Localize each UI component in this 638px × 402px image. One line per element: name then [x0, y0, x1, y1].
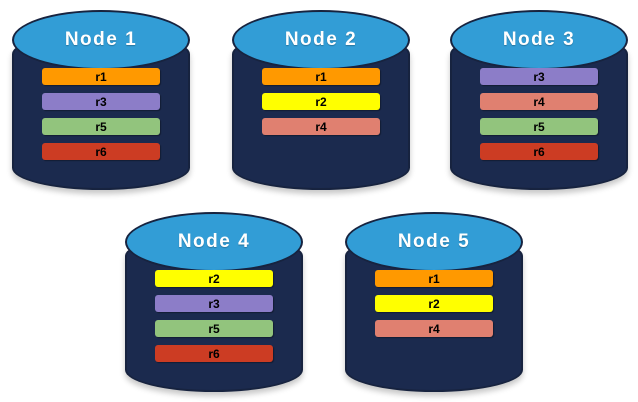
shard-bar[interactable]: r2	[262, 93, 380, 110]
shard-bar[interactable]: r3	[155, 295, 273, 312]
shard-bar[interactable]: r4	[262, 118, 380, 135]
shard-stack: r1 r2 r4	[375, 270, 493, 337]
shard-bar[interactable]: r4	[375, 320, 493, 337]
shard-bar[interactable]: r2	[375, 295, 493, 312]
shard-bar[interactable]: r6	[480, 143, 598, 160]
shard-stack: r1 r2 r4	[262, 68, 380, 135]
cylinder-top-ellipse	[450, 10, 628, 70]
shard-bar[interactable]: r6	[42, 143, 160, 160]
shard-bar[interactable]: r5	[155, 320, 273, 337]
shard-bar[interactable]: r3	[42, 93, 160, 110]
shard-bar[interactable]: r6	[155, 345, 273, 362]
shard-stack: r1 r3 r5 r6	[42, 68, 160, 160]
shard-stack: r2 r3 r5 r6	[155, 270, 273, 362]
shard-stack: r3 r4 r5 r6	[480, 68, 598, 160]
cylinder-top-ellipse	[345, 212, 523, 272]
cylinder-top-ellipse	[125, 212, 303, 272]
shard-bar[interactable]: r1	[375, 270, 493, 287]
shard-bar[interactable]: r3	[480, 68, 598, 85]
cylinder-top-ellipse	[232, 10, 410, 70]
cylinder-top-ellipse	[12, 10, 190, 70]
shard-bar[interactable]: r4	[480, 93, 598, 110]
shard-bar[interactable]: r5	[42, 118, 160, 135]
shard-bar[interactable]: r5	[480, 118, 598, 135]
shard-bar[interactable]: r2	[155, 270, 273, 287]
shard-bar[interactable]: r1	[42, 68, 160, 85]
shard-bar[interactable]: r1	[262, 68, 380, 85]
